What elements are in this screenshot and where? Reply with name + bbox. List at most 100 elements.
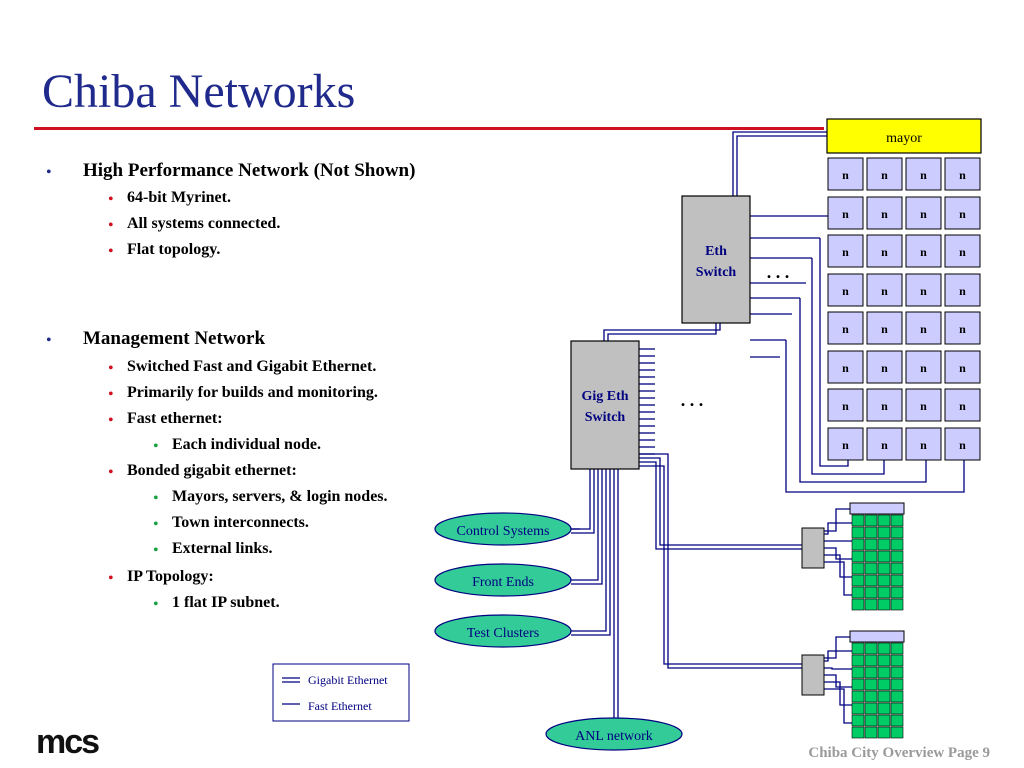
compute-node [866, 311, 903, 345]
compute-node [944, 427, 981, 461]
town-node [864, 726, 878, 739]
page-footer: Chiba City Overview Page 9 [808, 745, 990, 761]
town-clusters [851, 514, 904, 739]
town-node [877, 726, 891, 739]
compute-node [944, 157, 981, 191]
town-node [890, 654, 904, 667]
gigabit-wire [571, 469, 611, 636]
compute-node-label: n [881, 168, 888, 182]
gigabit-wire [603, 323, 721, 341]
town-node [851, 654, 865, 667]
town-node [851, 666, 865, 679]
bullet-ip-topology: IP Topology: [127, 568, 214, 585]
compute-node [905, 311, 942, 345]
legend-gigabit-label: Gigabit Ethernet [308, 673, 388, 687]
fast-wire [824, 650, 852, 662]
fast-wire [799, 298, 927, 483]
gig-eth-switch-label-line2: Switch [585, 410, 626, 425]
compute-node [827, 196, 864, 230]
gigabit-wire [571, 469, 607, 632]
town-node [890, 598, 904, 611]
compute-node-label: n [920, 399, 927, 413]
mcs-logo: mcs [36, 726, 101, 758]
town-node [851, 598, 865, 611]
slide-title: Chiba Networks [42, 65, 356, 118]
compute-node [866, 157, 903, 191]
town-node [851, 702, 865, 715]
town-node [864, 550, 878, 563]
gigabit-wire [607, 323, 717, 341]
fast-wire [811, 258, 885, 475]
gigabit-wire [639, 453, 802, 669]
compute-node [905, 427, 942, 461]
compute-node [866, 427, 903, 461]
town-switch-2 [801, 654, 825, 696]
legend-box [272, 663, 410, 722]
compute-node [866, 196, 903, 230]
bullet-switched-ethernet: Switched Fast and Gigabit Ethernet. [127, 358, 377, 375]
town-node [851, 574, 865, 587]
town-mayor-1 [849, 502, 905, 515]
town-node [864, 678, 878, 691]
anl-network-oval [545, 717, 683, 751]
town-node [877, 514, 891, 527]
town-node [851, 562, 865, 575]
town-node [851, 538, 865, 551]
town-node [877, 538, 891, 551]
town-node [890, 550, 904, 563]
mcs-logo-text: mcs [36, 726, 99, 758]
town-node [877, 642, 891, 655]
town-node [890, 666, 904, 679]
test-clusters-oval [434, 614, 572, 648]
town-node [890, 714, 904, 727]
fast-wire [824, 547, 852, 560]
bullet-marker: • [108, 243, 114, 260]
compute-node-label: n [959, 322, 966, 336]
compute-node [827, 350, 864, 384]
bullet-external-links: External links. [172, 540, 273, 557]
bullet-marker: • [108, 386, 114, 403]
compute-node-label: n [842, 361, 849, 375]
town-node [877, 678, 891, 691]
bullet-flat-subnet: 1 flat IP subnet. [172, 594, 280, 611]
town-node [877, 598, 891, 611]
bullet-marker: • [153, 438, 159, 455]
fast-wire [824, 681, 852, 706]
compute-node [944, 350, 981, 384]
town-node [864, 654, 878, 667]
bullet-flat-topology: Flat topology. [127, 241, 221, 258]
town-node [851, 726, 865, 739]
compute-node [905, 273, 942, 307]
bullet-marker: • [108, 191, 114, 208]
town-node [890, 726, 904, 739]
compute-node-label: n [959, 399, 966, 413]
bullet-builds-monitoring: Primarily for builds and monitoring. [127, 384, 378, 401]
compute-node-label: n [920, 361, 927, 375]
bullet-management-network: Management Network [83, 328, 266, 349]
bullet-marker: • [108, 217, 114, 234]
compute-node-label: n [881, 399, 888, 413]
town-node [877, 654, 891, 667]
gigabit-wire [571, 469, 599, 581]
town-node [877, 526, 891, 539]
compute-node [827, 157, 864, 191]
town-node [851, 526, 865, 539]
compute-node [944, 311, 981, 345]
mayor-box [826, 118, 982, 154]
bullet-mayors-servers: Mayors, servers, & login nodes. [172, 488, 388, 505]
bullet-marker: • [108, 360, 114, 377]
compute-node [944, 234, 981, 268]
compute-node-label: n [920, 245, 927, 259]
town-node [877, 586, 891, 599]
bullet-each-node: Each individual node. [172, 436, 321, 453]
town-node [851, 586, 865, 599]
town-node [864, 562, 878, 575]
bullet-fast-ethernet: Fast ethernet: [127, 410, 223, 427]
compute-node [827, 273, 864, 307]
mayor-label: mayor [886, 131, 922, 146]
town-node [890, 526, 904, 539]
town-node [864, 666, 878, 679]
town-node [890, 642, 904, 655]
town-node [851, 678, 865, 691]
